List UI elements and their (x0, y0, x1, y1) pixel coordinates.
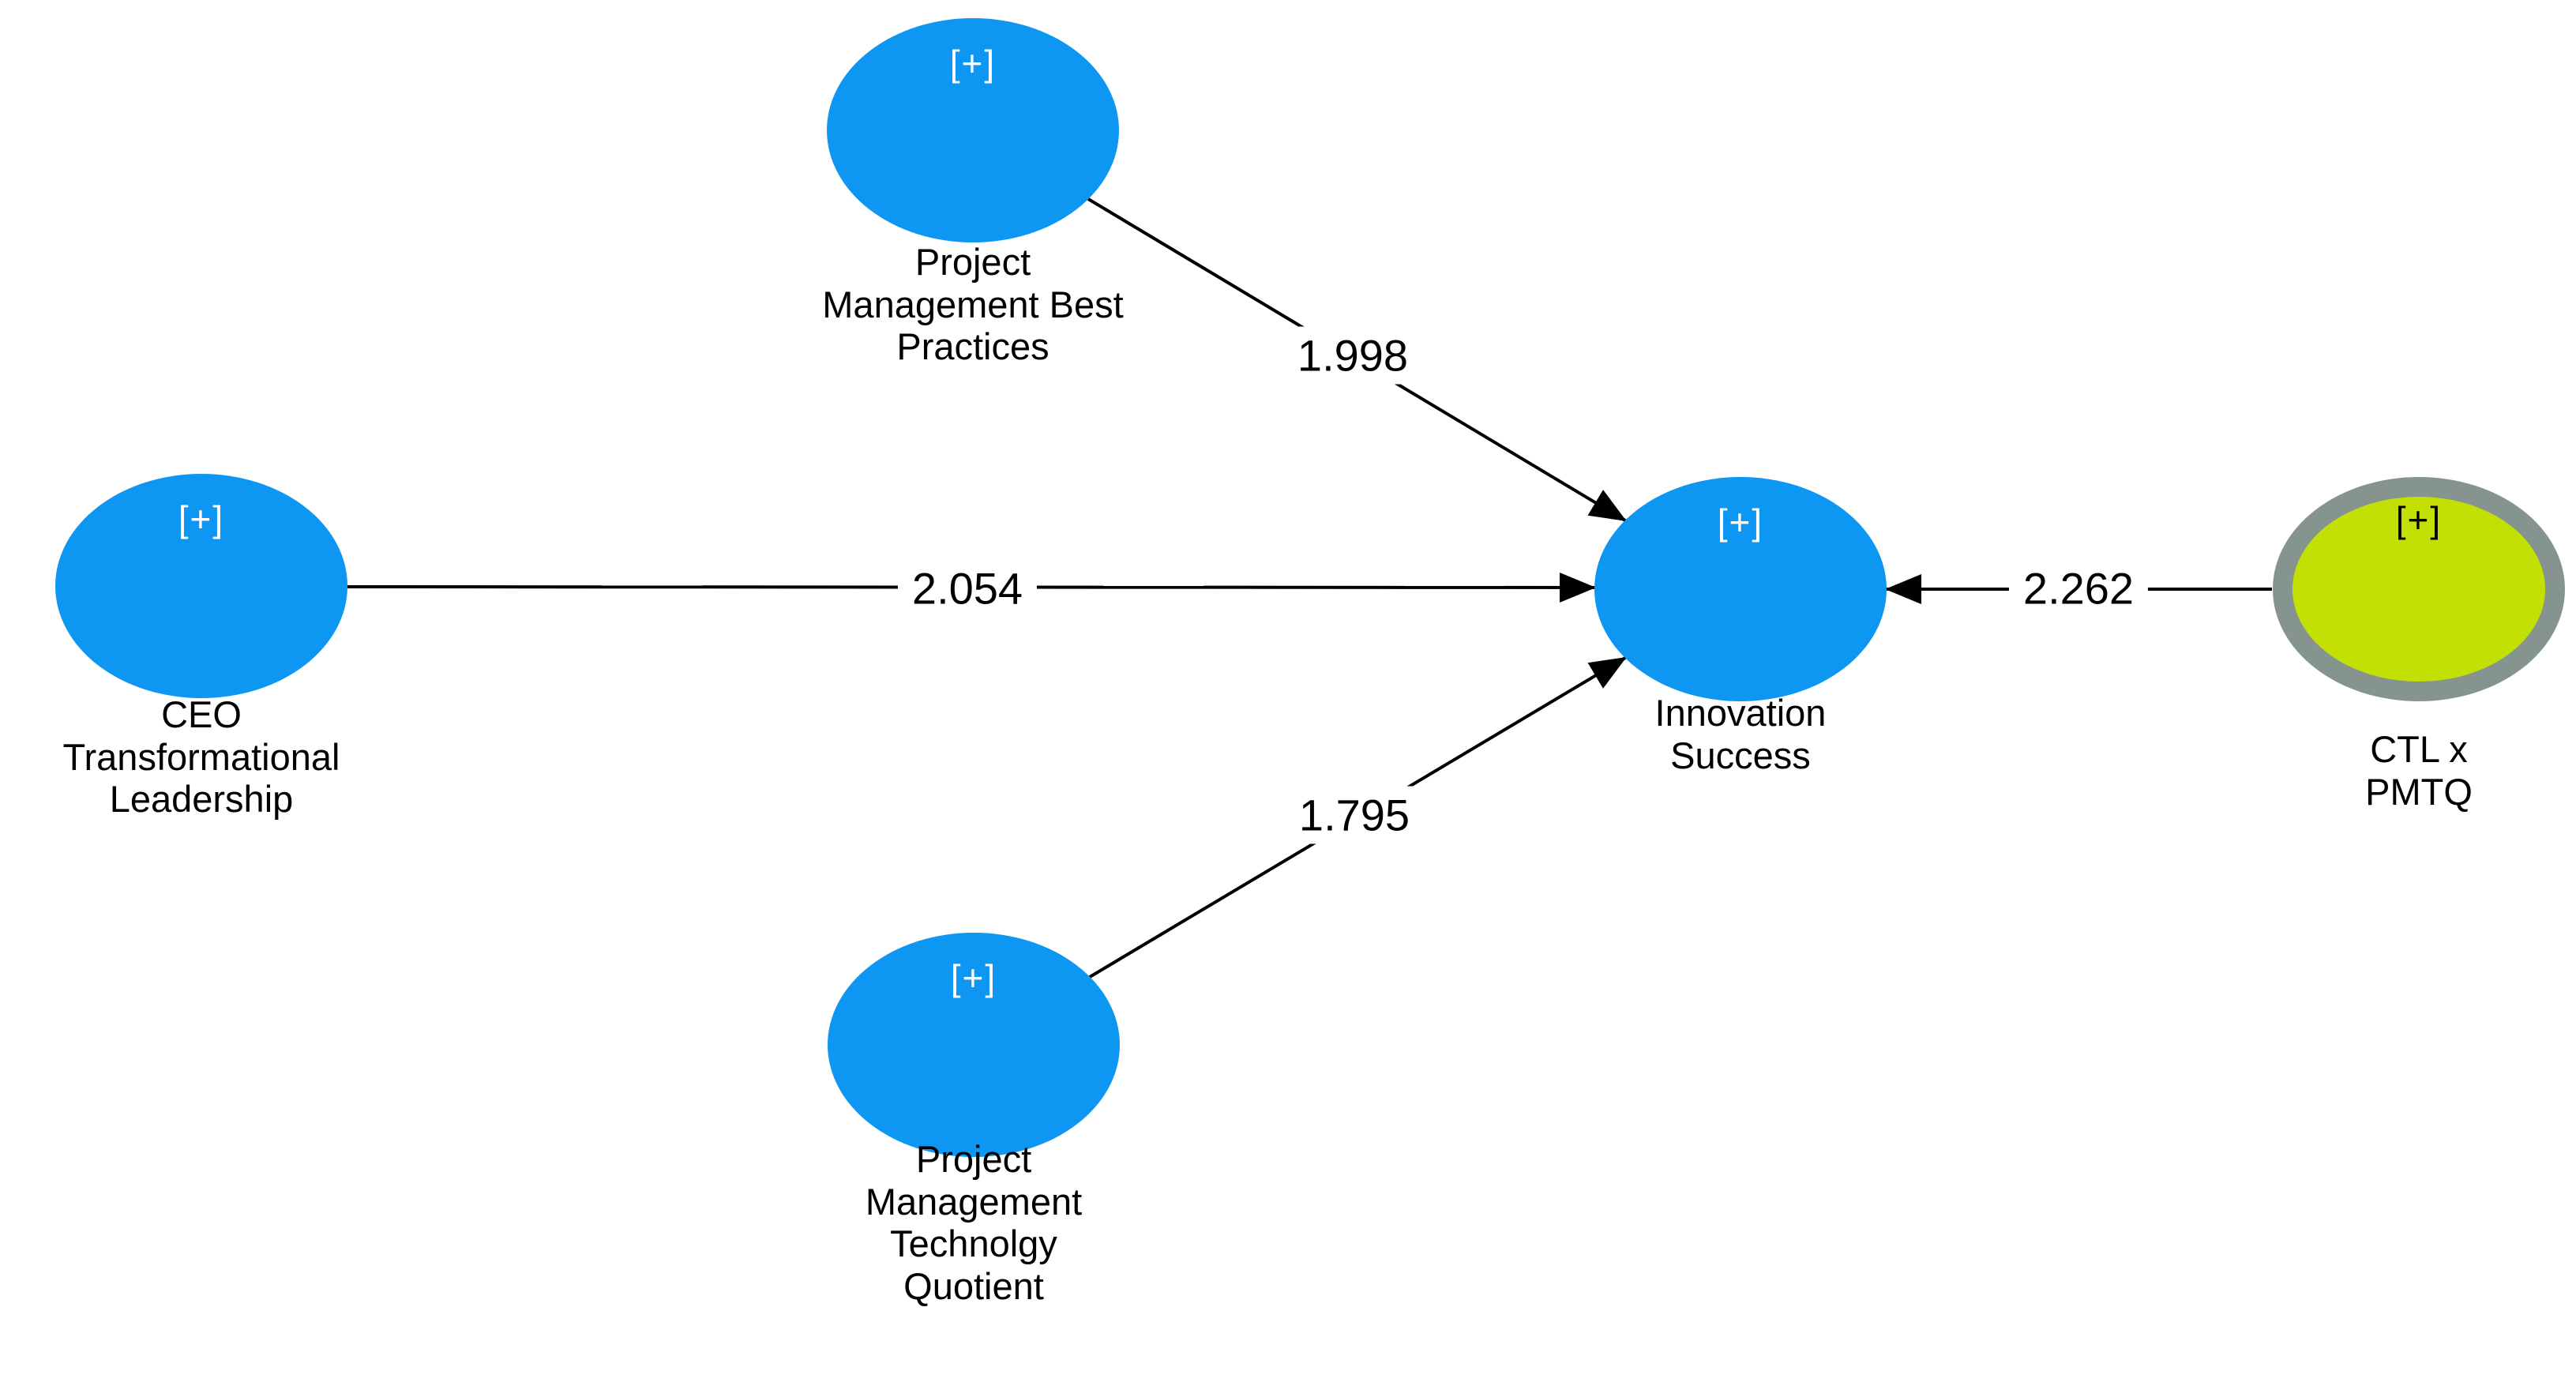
construct-ceotl[interactable]: [+] (55, 474, 347, 698)
construct-pmbp[interactable]: [+] (827, 18, 1119, 242)
edge-value-ceotl-to-is[interactable]: 2.054 (897, 559, 1038, 618)
construct-ceotl-label: CEO Transformational Leadership (62, 693, 340, 821)
construct-pmtq[interactable]: [+] (828, 933, 1120, 1157)
expand-indicator-icon: [+] (949, 43, 997, 84)
expand-indicator-icon: [+] (2395, 499, 2443, 540)
construct-innovation-success-label: Innovation Success (1654, 692, 1827, 776)
construct-pmbp-label: Project Management Best Practices (822, 241, 1124, 368)
edge-value-pmtq-to-is[interactable]: 1.795 (1284, 786, 1425, 844)
construct-pmtq-label: Project Management Technolgy Quotient (865, 1138, 1083, 1307)
edge-value-pmbp-to-is[interactable]: 1.998 (1282, 326, 1423, 385)
expand-indicator-icon: [+] (950, 957, 997, 998)
moderator-ctl-x-pmtq-label: CTL x PMTQ (2365, 728, 2473, 813)
moderator-ctl-x-pmtq[interactable]: [+] (2273, 477, 2565, 701)
expand-indicator-icon: [+] (178, 498, 225, 539)
construct-innovation-success[interactable]: [+] (1594, 477, 1887, 701)
expand-indicator-icon: [+] (1717, 501, 1764, 543)
edge-value-ctlxpmtq-to-is[interactable]: 2.262 (2008, 559, 2149, 618)
